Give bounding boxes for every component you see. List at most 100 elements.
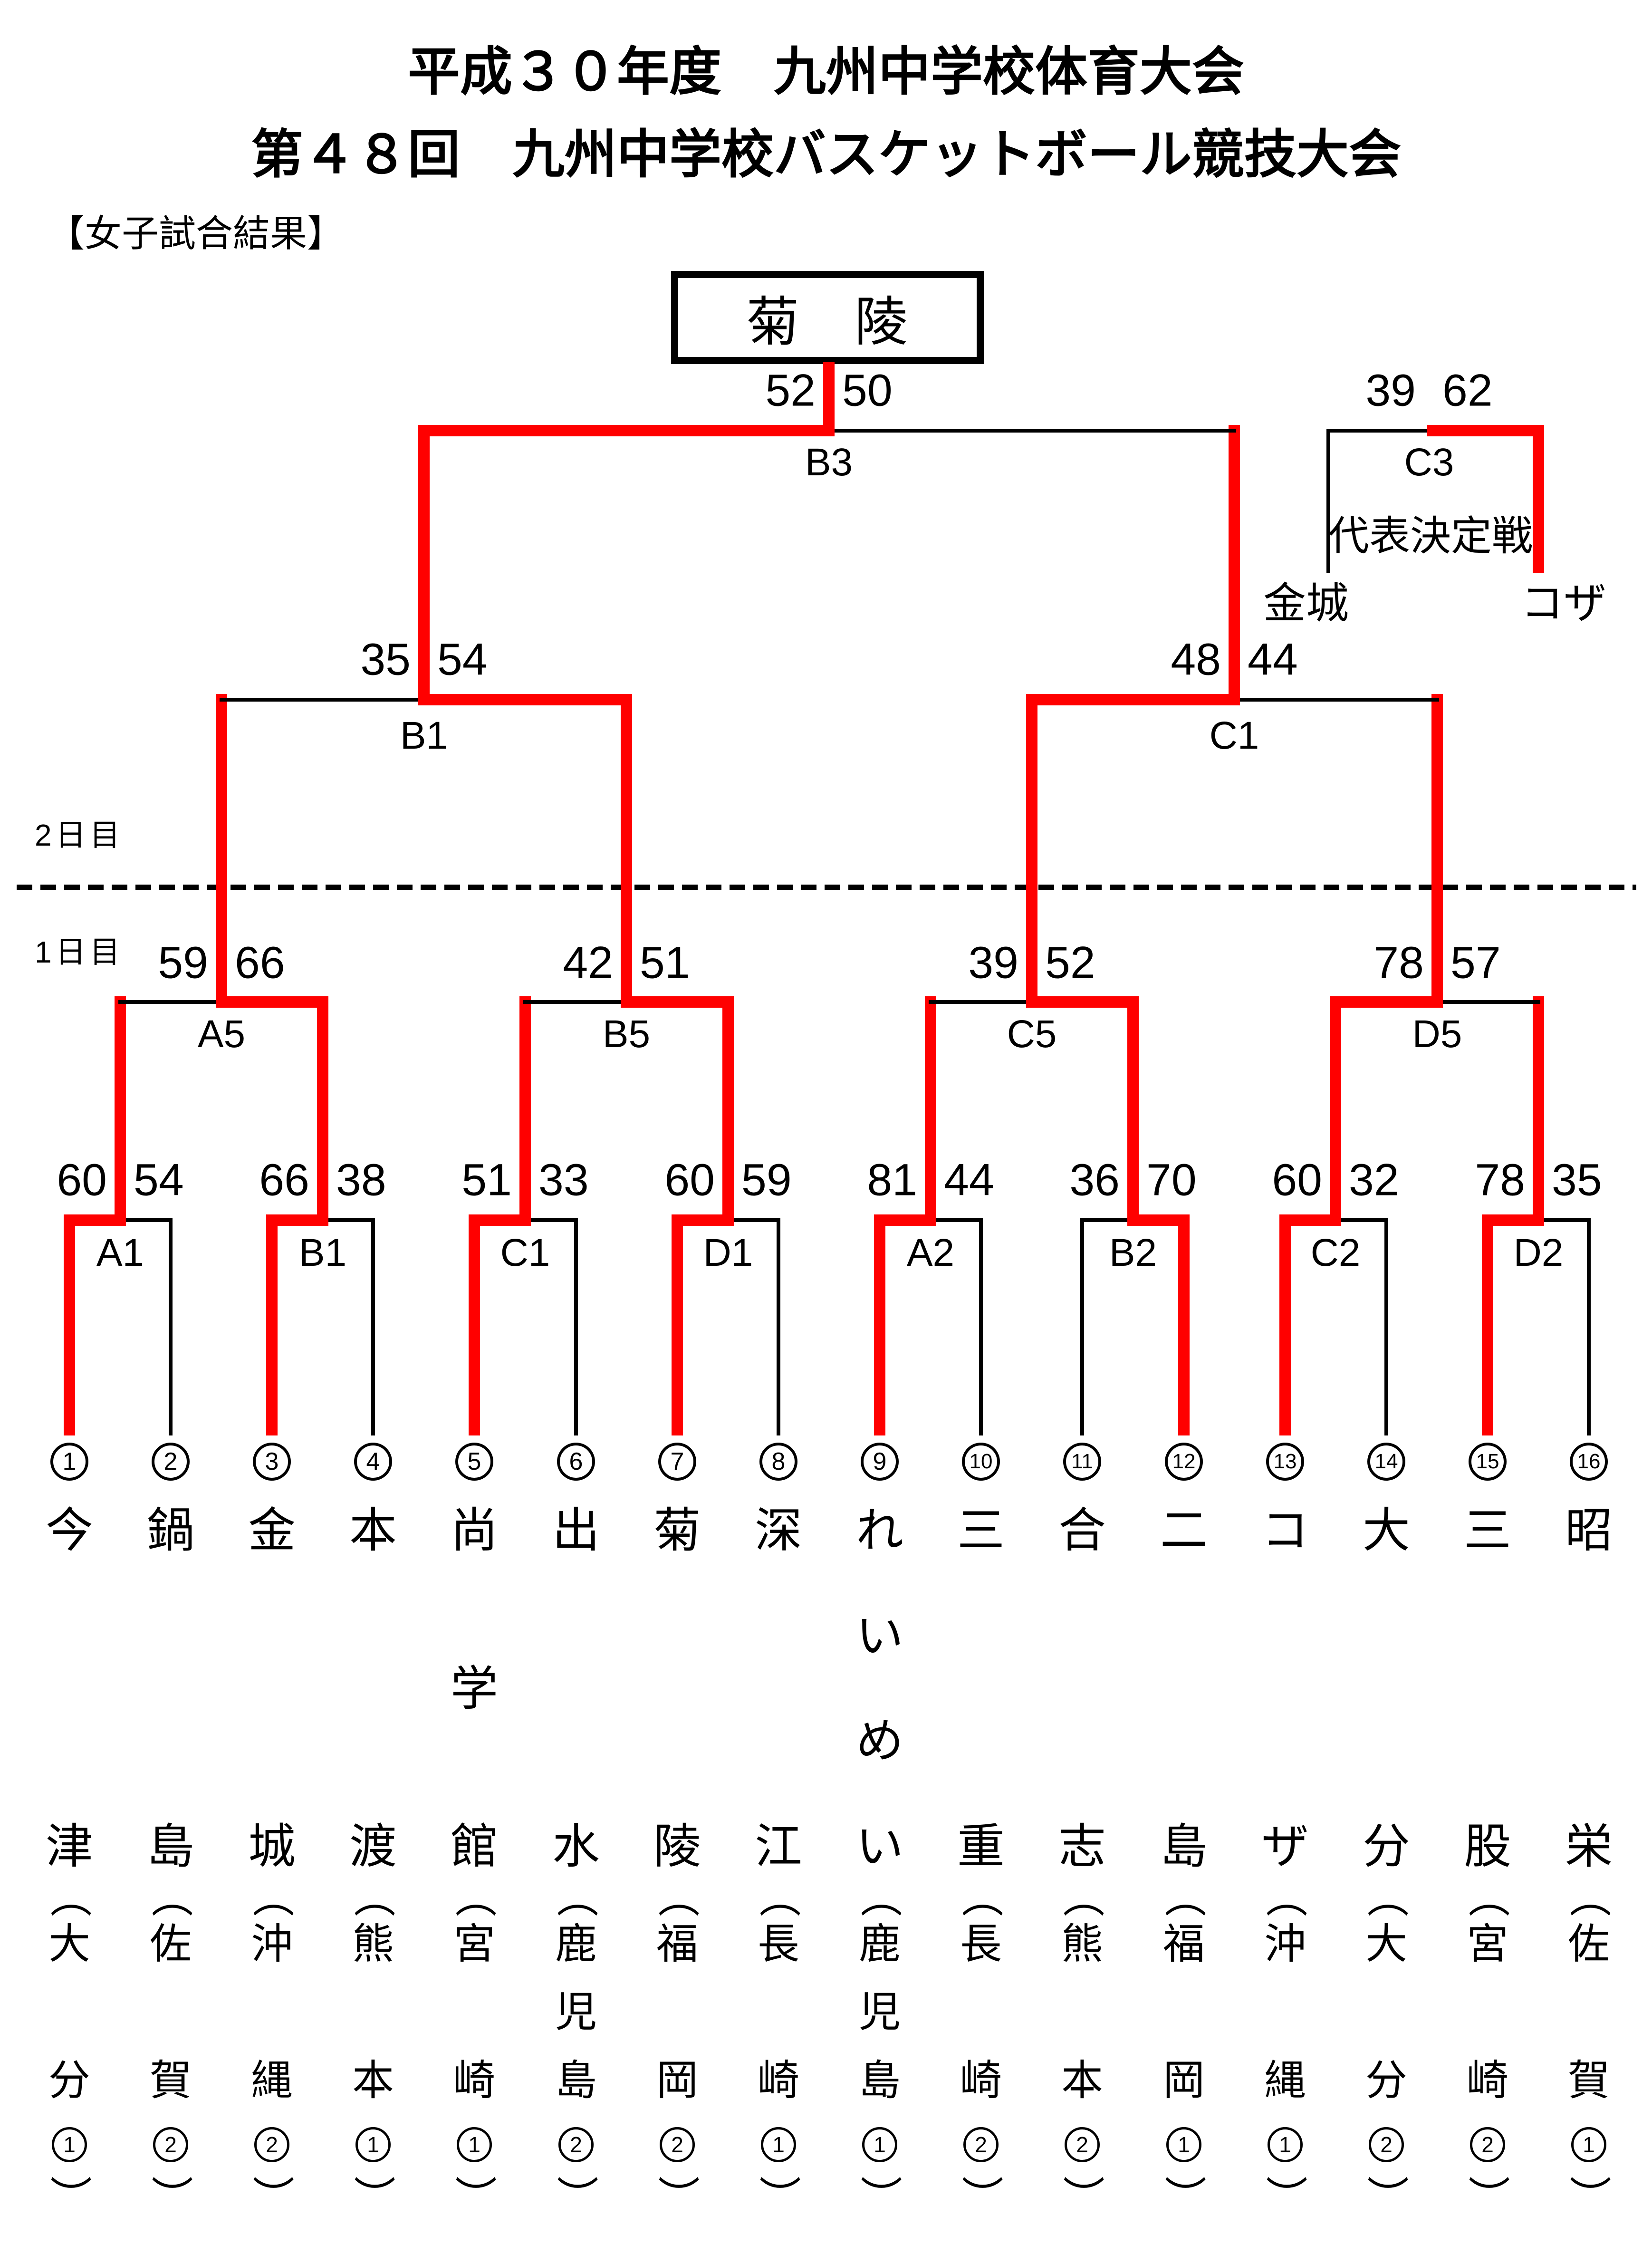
team-name-char: ザ	[1261, 1820, 1309, 1873]
team-paren-close-icon: ）	[451, 2175, 498, 2217]
team-paren-close-icon: ）	[958, 2175, 1005, 2217]
winner-path	[1178, 1214, 1190, 1435]
team-paren-close-icon: ）	[1566, 2175, 1613, 2217]
match-score-left: 66	[259, 1155, 309, 1205]
team-prefecture-char: 佐	[1567, 1920, 1610, 1967]
team-name-char: 水	[552, 1820, 600, 1873]
winner-path	[1229, 425, 1240, 702]
team-prefecture-char: 鹿	[555, 1920, 597, 1967]
team-seed-circle: 2	[153, 2127, 188, 2162]
match-score-right: 62	[1442, 365, 1493, 416]
team-seed-circle: 1	[761, 2127, 796, 2162]
team-paren-open-icon: （	[1464, 1875, 1511, 1918]
team-name-char: 大	[1363, 1504, 1410, 1557]
team-name-char: 重	[957, 1820, 1005, 1873]
tournament-title: 平成３０年度 九州中学校体育大会	[408, 43, 1244, 101]
team-name-char: 股	[1464, 1820, 1511, 1873]
team-name-char: コ	[1261, 1504, 1309, 1557]
team-prefecture-char: 賀	[149, 2057, 192, 2104]
team-paren-close-icon: ）	[249, 2175, 296, 2217]
team-name-char: 館	[451, 1820, 498, 1873]
winner-path	[216, 996, 328, 1008]
team-prefecture-char: 島	[858, 2057, 901, 2104]
team-seed-circle: 1	[1268, 2127, 1303, 2162]
team-prefecture-char: 熊	[1061, 1920, 1104, 1967]
match-score-left: 36	[1069, 1155, 1120, 1205]
match-label: D2	[1513, 1231, 1564, 1274]
team-prefecture-char: 福	[1162, 1920, 1205, 1967]
team-name-char: 志	[1058, 1820, 1106, 1873]
winner-path	[621, 996, 734, 1008]
bracket-line	[1326, 431, 1330, 573]
team-number-circle: 7	[658, 1443, 696, 1481]
team-name-char: 本	[349, 1504, 397, 1557]
bracket-line	[574, 1220, 578, 1435]
winner-path	[418, 694, 632, 705]
team-name-char: い	[856, 1609, 903, 1663]
team-prefecture-char: 崎	[1466, 2057, 1509, 2104]
team-name-char: 鍋	[147, 1504, 194, 1557]
section-label: 【女子試合結果】	[48, 212, 345, 254]
match-score-left: 42	[563, 937, 613, 988]
match-score-right: 52	[1045, 937, 1095, 988]
bracket-line	[1384, 1220, 1388, 1435]
team-name-char: 渡	[349, 1820, 397, 1873]
match-label: C2	[1310, 1231, 1361, 1274]
winner-path	[469, 1214, 480, 1435]
winner-path	[266, 1214, 278, 1435]
bracket-line	[777, 1220, 780, 1435]
team-number-circle: 16	[1570, 1443, 1608, 1481]
team-number-circle: 14	[1367, 1443, 1405, 1481]
winner-path	[925, 996, 936, 1222]
bracket-line	[979, 1220, 983, 1435]
winner-path	[1533, 996, 1544, 1222]
match-label: B3	[805, 441, 853, 484]
team-prefecture-char: 熊	[352, 1920, 394, 1967]
team-paren-open-icon: （	[147, 1875, 194, 1918]
day-separator-line	[17, 885, 1636, 890]
team-prefecture-char: 児	[555, 1988, 597, 2035]
team-name-char: 三	[1464, 1504, 1511, 1557]
team-prefecture-char: 宮	[1466, 1920, 1509, 1967]
team-paren-open-icon: （	[654, 1875, 701, 1918]
team-name-char: 島	[1160, 1820, 1208, 1873]
team-paren-close-icon: ）	[1363, 2175, 1410, 2217]
winner-path	[216, 694, 227, 1004]
winner-path	[621, 694, 632, 1004]
match-score-right: 50	[842, 365, 893, 416]
playoff-team-left: 金城	[1263, 580, 1349, 627]
match-score-right: 33	[538, 1155, 589, 1205]
team-name-char: 陵	[653, 1820, 701, 1873]
team-paren-open-icon: （	[1262, 1875, 1309, 1918]
team-prefecture-char: 佐	[149, 1920, 192, 1967]
match-label: B5	[602, 1012, 651, 1056]
team-paren-close-icon: ）	[755, 2175, 802, 2217]
team-number-circle: 11	[1063, 1443, 1101, 1481]
winner-path	[1330, 996, 1443, 1008]
winner-path	[1533, 425, 1544, 573]
match-label: C1	[500, 1231, 550, 1274]
team-number-circle: 3	[253, 1443, 291, 1481]
team-seed-circle: 1	[457, 2127, 492, 2162]
team-paren-open-icon: （	[1059, 1875, 1106, 1918]
team-paren-close-icon: ）	[553, 2175, 600, 2217]
team-seed-circle: 2	[1369, 2127, 1404, 2162]
team-prefecture-char: 本	[352, 2057, 394, 2104]
winner-path	[1026, 694, 1240, 705]
team-paren-open-icon: （	[1161, 1875, 1208, 1918]
match-label: B2	[1109, 1231, 1157, 1274]
team-prefecture-char: 長	[757, 1920, 800, 1967]
match-label: A5	[197, 1012, 246, 1056]
team-number-circle: 8	[759, 1443, 797, 1481]
team-name-char: 島	[147, 1820, 194, 1873]
match-score-left: 60	[57, 1155, 107, 1205]
match-score-right: 70	[1146, 1155, 1197, 1205]
team-name-char: 菊	[653, 1504, 701, 1557]
